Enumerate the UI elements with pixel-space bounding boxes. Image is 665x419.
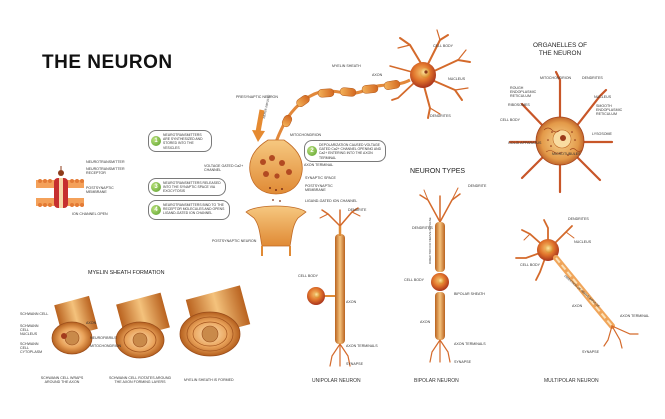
multipolar-label-synapse: SYNAPSE <box>582 350 599 354</box>
label-voltage-gated: VOLTAGE GATED Ca2+ CHANNEL <box>204 164 244 173</box>
step-note-4: 4 NEUROTRANSMITTERS BIND TO THE RECEPTOR… <box>148 200 230 220</box>
unipolar-label-terminals: AXON TERMINALS <box>346 344 378 348</box>
label-ion-channel: ION CHANNEL OPEN <box>72 212 108 216</box>
step-text: NEUROTRANSMITTERS ARE SYNTHESIZED AND ST… <box>163 133 203 150</box>
myelin-caption-2: SCHWANN CELL ROTATES AROUND THE AXON FOR… <box>108 376 172 385</box>
org-label-golgi: GOLGI APPARATUS <box>508 141 542 145</box>
unipolar-label-axon: AXON <box>346 300 357 304</box>
step-number: 2 <box>307 146 317 156</box>
multipolar-neuron <box>515 219 639 349</box>
myelin-label-schwann: SCHWANN CELL <box>20 312 49 316</box>
org-label-lysosome: LYSOSOME <box>592 132 612 136</box>
myelin-formation-heading: MYELIN SHEATH FORMATION <box>88 270 165 276</box>
org-label-dendrites: DENDRITES <box>582 76 603 80</box>
multipolar-label-nucleus: NUCLEUS <box>574 240 592 244</box>
bipolar-label-cell-body: CELL BODY <box>404 278 425 282</box>
caption-bipolar: BIPOLAR NEURON <box>414 378 459 384</box>
myelin-caption-1: SCHWANN CELL WRAPS AROUND THE AXON <box>40 376 84 385</box>
label-receptor-membrane: POSTSYNAPTIC MEMBRANE <box>86 186 114 195</box>
myelin-label-axon: AXON <box>86 321 97 325</box>
label-synaptic-space: SYNAPTIC SPACE <box>305 176 336 180</box>
myelin-label-schwann-nucleus: SCHWANN CELL NUCLEUS <box>20 324 39 337</box>
label-cell-body: CELL BODY <box>433 44 454 48</box>
step-text: NEUROTRANSMITTERS RELEASED INTO THE SYNA… <box>163 181 221 194</box>
label-nucleus: NUCLEUS <box>448 77 466 81</box>
neuron-types-heading: NEURON TYPES <box>410 168 466 175</box>
label-dendrites: DENDRITES <box>430 114 451 118</box>
step-text: DEPOLARIZATION CAUSED VOLTAGE GATED Ca2+… <box>319 143 382 160</box>
bipolar-label-dendrite: DENDRITE <box>468 184 487 188</box>
org-label-cell-body: CELL BODY <box>500 118 521 122</box>
myelin-formation <box>51 285 251 359</box>
step-note-3: 3 NEUROTRANSMITTERS RELEASED INTO THE SY… <box>148 178 226 196</box>
main-axon <box>252 78 411 151</box>
myelin-step-1 <box>51 295 98 355</box>
label-presynaptic: PRESYNAPTIC NEURON <box>236 95 278 99</box>
unipolar-label-cell-body: CELL BODY <box>298 274 319 278</box>
unipolar-neuron <box>307 207 361 367</box>
multipolar-label-axon-terminal: AXON TERMINAL <box>620 314 650 318</box>
org-label-nucleus: NUCLEUS <box>594 95 612 99</box>
multipolar-label-cell-body: CELL BODY <box>520 263 541 267</box>
step-note-1: 1 NEUROTRANSMITTERS ARE SYNTHESIZED AND … <box>148 130 212 152</box>
bipolar-label-synapse: SYNAPSE <box>454 360 471 364</box>
label-postsynaptic-neuron: POSTSYNAPTIC NEURON <box>212 239 257 243</box>
unipolar-label-synapse: SYNAPSE <box>346 362 363 366</box>
org-label-smooth-er: SMOOTH ENDOPLASMIC RETICULUM <box>596 104 623 117</box>
org-label-rough-er: ROUGH ENDOPLASMIC RETICULUM <box>510 86 537 99</box>
receptor-diagram <box>36 166 84 208</box>
org-label-ribosomes: RIBOSOMES <box>508 103 530 107</box>
caption-multipolar: MULTIPOLAR NEURON <box>544 378 599 384</box>
bipolar-label-terminals: AXON TERMINALS <box>454 342 486 346</box>
step-number: 3 <box>151 182 161 192</box>
org-label-microtubules: MICROTUBULES <box>552 152 581 156</box>
label-ligand-gated: LIGAND-GATED ION CHANNEL <box>305 199 358 203</box>
label-neurotransmitter: NEUROTRANSMITTER <box>86 160 125 164</box>
bipolar-neuron <box>419 187 461 363</box>
step-number: 4 <box>151 205 161 215</box>
bipolar-label-dendrites: DENDRITES <box>412 226 433 230</box>
synapse-terminal <box>245 139 307 256</box>
organelles-heading: ORGANELLES OF THE NEURON <box>533 42 587 57</box>
step-number: 1 <box>151 136 161 146</box>
unipolar-label-dendrite: DENDRITE <box>348 208 367 212</box>
step-note-2: 2 DEPOLARIZATION CAUSED VOLTAGE GATED Ca… <box>304 140 386 162</box>
label-axon-terminal: AXON TERMINAL <box>304 163 334 167</box>
org-label-mitochondrion: MITOCHONDRION <box>540 76 572 80</box>
label-nt-receptor: NEUROTRANSMITTER RECEPTOR <box>86 167 125 176</box>
label-myelin-sheath: MYELIN SHEATH <box>332 64 361 68</box>
step-text: NEUROTRANSMITTERS BIND TO THE RECEPTOR M… <box>163 203 225 216</box>
label-mitochondrion: MITOCHONDRION <box>290 133 322 137</box>
caption-unipolar: UNIPOLAR NEURON <box>312 378 361 384</box>
multipolar-label-axon: AXON <box>572 304 583 308</box>
organelles-diagram <box>508 70 614 194</box>
myelin-step-2 <box>115 292 170 359</box>
bipolar-label-axon: AXON <box>420 320 431 324</box>
myelin-caption-3: MYELIN SHEATH IS FORMED <box>184 378 234 382</box>
myelin-label-neurofibrils: NEUROFIBRILS <box>90 336 117 340</box>
main-neuron-cell-body <box>389 29 471 119</box>
multipolar-label-dendrites: DENDRITES <box>568 217 589 221</box>
myelin-label-mitochondrion: MITOCHONDRION <box>90 344 122 348</box>
page-title: THE NEURON <box>42 52 173 73</box>
bipolar-label-sheath: BIPOLAR SHEATH <box>454 292 485 296</box>
label-postsynaptic-membrane: POSTSYNAPTIC MEMBRANE <box>305 184 333 193</box>
label-axon: AXON <box>372 73 383 77</box>
myelin-label-cytoplasm: SCHWANN CELL CYTOPLASM <box>20 342 43 355</box>
myelin-step-3 <box>179 285 251 357</box>
bipolar-direction: DIRECTION OF NERVE IMPULSE <box>428 217 432 264</box>
